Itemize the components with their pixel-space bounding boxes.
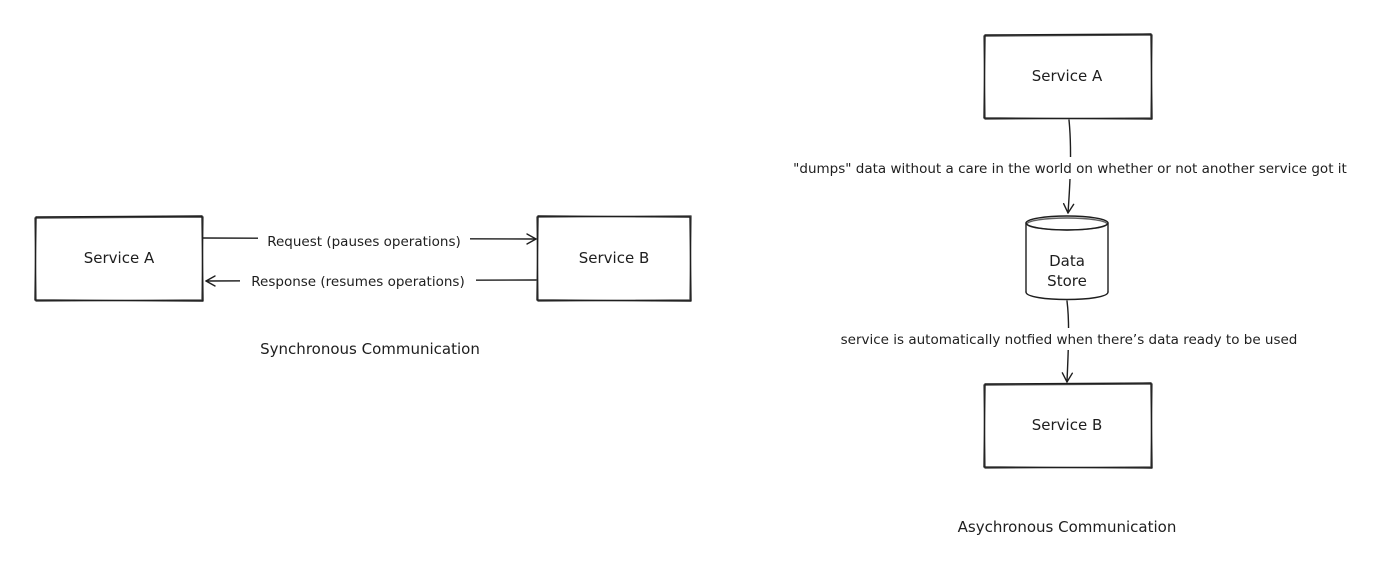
notify-arrow: service is automatically notfied when th… [822,300,1316,383]
response-arrow: Response (resumes operations) [205,270,537,292]
sync-service-b-box[interactable]: Service B [536,215,692,302]
request-label: Request (pauses operations) [267,234,461,250]
sync-service-a-box[interactable]: Service A [34,215,204,302]
sync-section: Service A Service B Request (pauses oper… [34,215,692,358]
request-arrow: Request (pauses operations) [202,230,537,252]
async-section: Service A "dumps" data without a care in… [772,33,1370,536]
data-store-cylinder[interactable]: Data Store [1025,215,1109,301]
notify-label: service is automatically notfied when th… [841,332,1298,348]
sync-caption: Synchronous Communication [260,340,480,358]
sync-service-b-label: Service B [579,249,650,267]
dump-label: "dumps" data without a care in the world… [793,161,1347,177]
async-service-a-box[interactable]: Service A [983,33,1153,120]
data-store-label-line1: Data [1049,252,1085,270]
async-service-a-label: Service A [1032,67,1103,85]
response-label: Response (resumes operations) [251,274,464,290]
async-service-b-box[interactable]: Service B [983,382,1153,469]
async-caption: Asychronous Communication [958,518,1177,536]
async-service-b-label: Service B [1032,416,1103,434]
dump-arrow: "dumps" data without a care in the world… [772,119,1370,214]
data-store-label-line2: Store [1047,272,1087,290]
sync-service-a-label: Service A [84,249,155,267]
